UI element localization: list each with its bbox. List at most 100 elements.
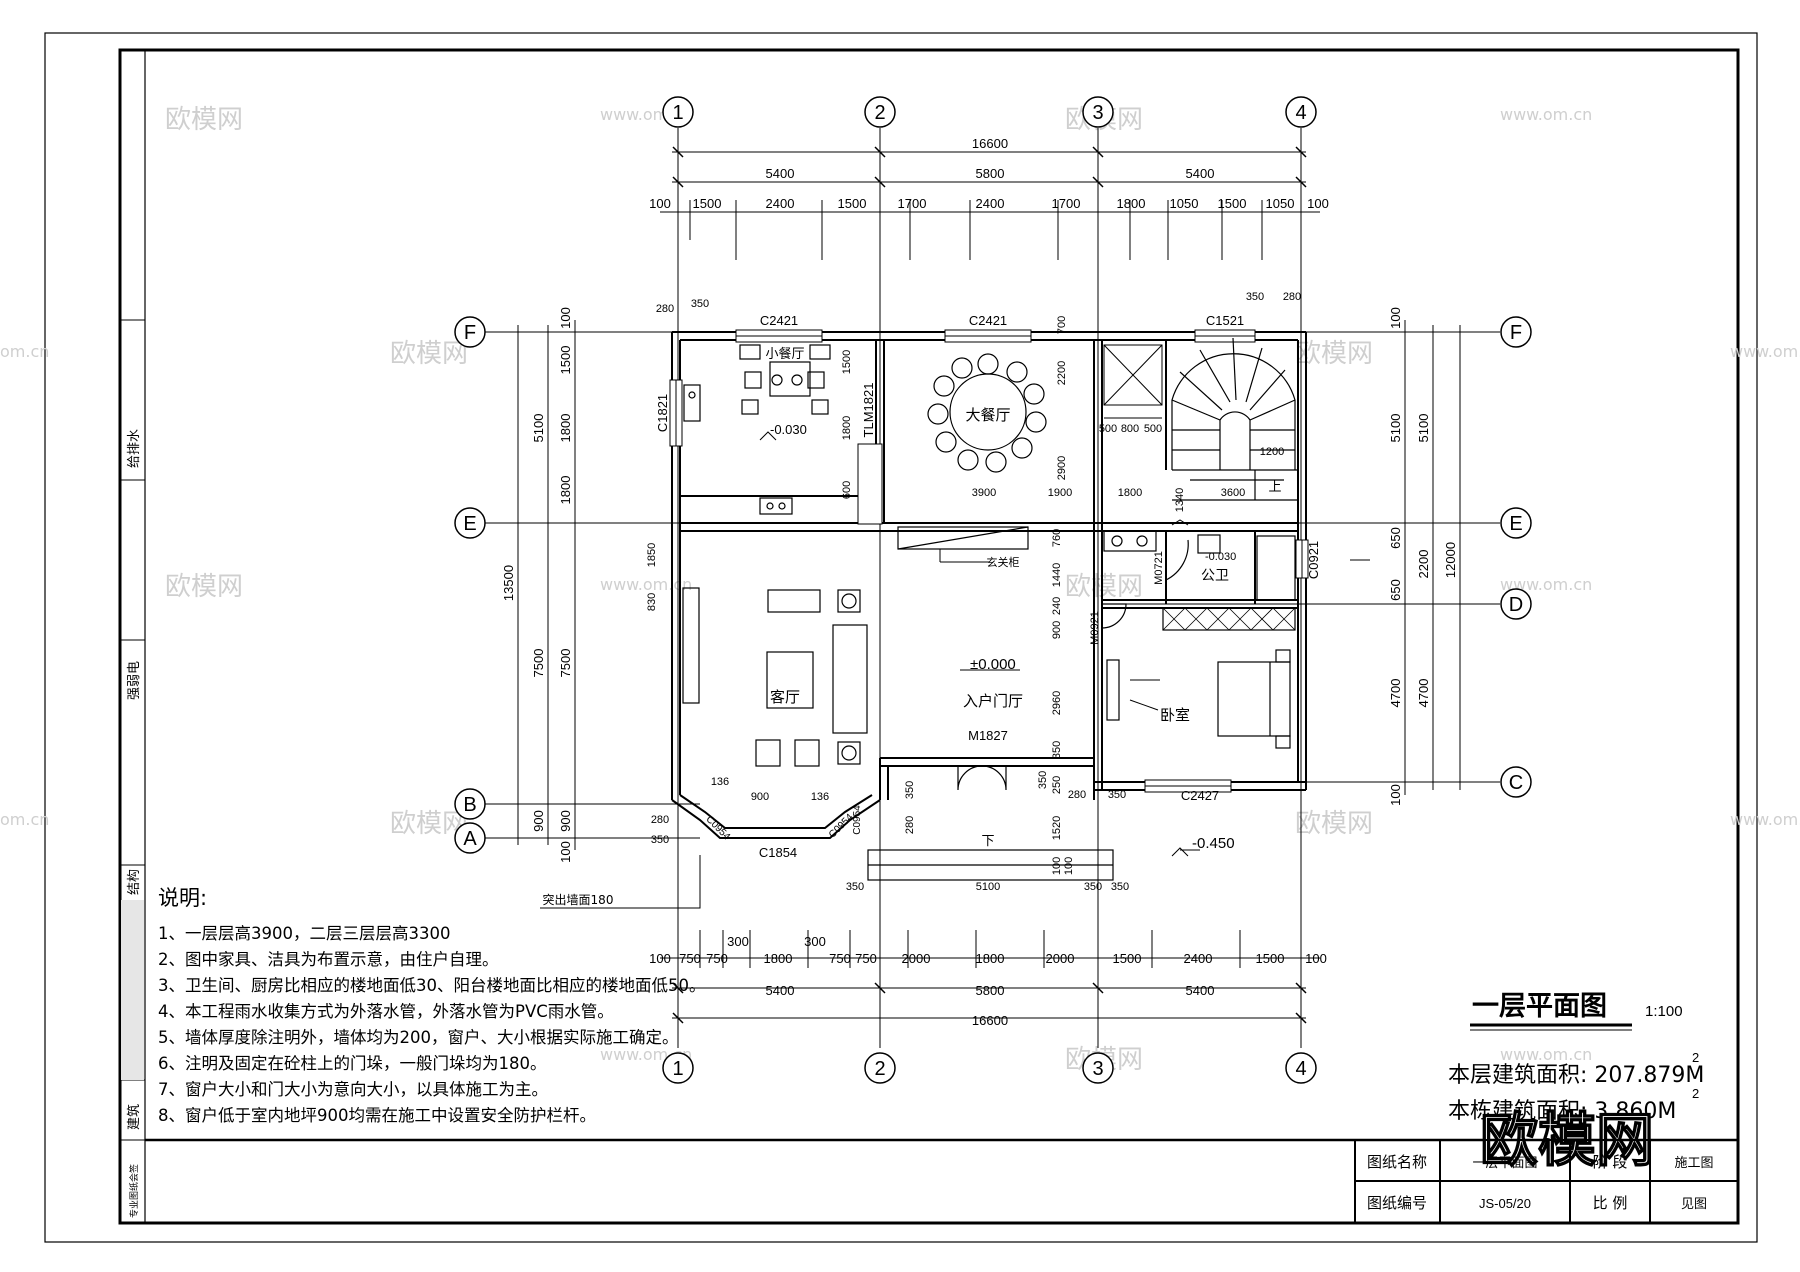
title-block-scale: 见图	[1681, 1197, 1707, 1212]
watermark-url: www.om.cn	[1500, 1045, 1592, 1064]
dim-inner: 350	[651, 834, 669, 846]
room-label-shoe-cabinet: 玄关柜	[987, 555, 1020, 569]
note-item: 7、窗户大小和门大小为意向大小，以具体施工为主。	[158, 1080, 548, 1099]
dim-inner: 100	[1051, 857, 1063, 875]
title-block: 图纸名称 一层平面图 阶 段 施工图 图纸编号 JS-05/20 比 例 见图	[1354, 1139, 1739, 1224]
room-label-living: 客厅	[770, 688, 800, 706]
signoff-label-plumbing: 给排水	[127, 429, 142, 468]
dim-inner: 1340	[1174, 488, 1186, 512]
building-area-unit: 2	[1692, 1086, 1699, 1101]
title-block-no-label: 图纸编号	[1367, 1194, 1427, 1212]
axis-label-c: C	[1509, 772, 1523, 794]
opening-c2427: C2427	[1181, 788, 1219, 803]
dim-right-bay: 5100	[1416, 414, 1431, 443]
dim-top-detail: 2400	[766, 196, 795, 211]
staircase	[1171, 337, 1298, 501]
plan-title-block: 一层平面图 1:100 本层建筑面积: 207.879M 2 本栋建筑面积: 3…	[1448, 991, 1704, 1124]
dim-bottom-detail: 100	[1305, 951, 1327, 966]
dim-bottom-detail: 2000	[1046, 951, 1075, 966]
bottom-dimensions: 100 750 750 300 1800 300 750 750 2000 18…	[649, 934, 1327, 1028]
dim-inner: 350	[1051, 741, 1063, 759]
opening-c2421: C2421	[760, 313, 798, 328]
floor-area-unit: 2	[1692, 1050, 1699, 1065]
dim-bottom-detail: 300	[727, 934, 749, 949]
elevation-marks: -0.030 -0.030 ±0.000 -0.450	[770, 422, 1236, 852]
dim-right-detail: 100	[1388, 784, 1403, 806]
dim-inner: 600	[841, 481, 853, 499]
dim-inner: 1200	[1260, 446, 1284, 458]
room-label-big-dining: 大餐厅	[965, 406, 1010, 424]
axis-label-b: B	[463, 794, 476, 816]
dim-top-bay: 5800	[976, 166, 1005, 181]
watermark: 欧模网	[165, 572, 243, 602]
dim-inner: 500	[1144, 423, 1162, 435]
dim-left-detail: 100	[558, 841, 573, 863]
dim-left-detail: 900	[558, 810, 573, 832]
inner-dimensions: 280 350 350 280 700 2200 2900 1900 3900 …	[646, 291, 1301, 893]
axis-label-f: F	[464, 322, 476, 344]
dim-inner: 100	[1063, 857, 1075, 875]
axis-label-e: E	[1509, 513, 1522, 535]
watermark: 欧模网	[1295, 339, 1373, 369]
dim-top-detail: 1500	[1218, 196, 1247, 211]
watermark-url: om.cn	[0, 342, 49, 361]
dim-right-detail: 650	[1388, 527, 1403, 549]
opening-c0954: C0954	[852, 805, 863, 835]
shaft	[1103, 344, 1163, 419]
title-block-scale-label: 比 例	[1593, 1194, 1628, 1212]
dim-inner: 500	[1099, 423, 1117, 435]
axis-label-2: 2	[874, 1058, 885, 1080]
dim-bottom-detail: 750	[829, 951, 851, 966]
elevation-hall: ±0.000	[970, 656, 1016, 673]
dim-inner: 280	[1068, 789, 1086, 801]
dim-right-detail: 4700	[1388, 679, 1403, 708]
dim-inner: 3600	[1221, 487, 1245, 499]
room-label-public-wc: 公卫	[1201, 568, 1229, 584]
room-labels: 小餐厅 大餐厅 客厅 入户门厅 卧室 公卫 玄关柜 上 下 突出墙面180	[543, 346, 1282, 907]
left-dimensions: 13500 5100 7500 900 100 1500 1800 1800 7…	[501, 307, 573, 863]
note-item: 3、卫生间、厨房比相应的楼地面低30、阳台楼地面比相应的楼地面低50。	[158, 976, 706, 995]
watermark: 欧模网	[1065, 572, 1143, 602]
dim-left-bay: 900	[531, 810, 546, 832]
dim-top-total: 16600	[972, 136, 1008, 151]
dimension-lines	[517, 146, 1461, 1024]
dim-inner: 350	[904, 781, 916, 799]
dim-bottom-total: 16600	[972, 1013, 1008, 1028]
building-area: 本栋建筑面积: 3.860M	[1448, 1099, 1676, 1124]
stair-up-label: 上	[1268, 480, 1281, 495]
dim-top-detail: 1050	[1266, 196, 1295, 211]
dim-top-bay: 5400	[766, 166, 795, 181]
dim-bottom-bay: 5400	[766, 983, 795, 998]
dim-inner: 5100	[976, 881, 1000, 893]
plan-scale: 1:100	[1645, 1003, 1683, 1020]
dim-top-detail: 1700	[898, 196, 927, 211]
notes: 说明: 1、一层层高3900，二层三层层高3300 2、图中家具、洁具为布置示意…	[158, 886, 706, 1125]
dim-inner: 240	[1051, 597, 1063, 615]
axis-label-e: E	[463, 513, 476, 535]
dim-inner: 1900	[1048, 487, 1072, 499]
title-block-name: 一层平面图	[1472, 1156, 1537, 1171]
dim-inner: 350	[1108, 789, 1126, 801]
dim-top-detail: 1700	[1052, 196, 1081, 211]
right-dimensions: 100 5100 650 650 4700 100 5100 2200 4700…	[1388, 307, 1458, 806]
dim-inner: 136	[811, 791, 829, 803]
dim-left-bay: 7500	[531, 649, 546, 678]
dim-bottom-bay: 5800	[976, 983, 1005, 998]
dim-top-detail: 1500	[693, 196, 722, 211]
room-label-bedroom: 卧室	[1160, 706, 1190, 724]
dim-inner: 350	[1246, 291, 1264, 303]
watermark-url: www.om.cn	[1730, 810, 1800, 829]
dim-inner: 350	[846, 881, 864, 893]
dim-inner: 2960	[1051, 691, 1063, 715]
windows	[669, 329, 1309, 793]
note-item: 5、墙体厚度除注明外，墙体均为200，窗户、大小根据实际施工确定。	[158, 1028, 679, 1047]
dim-inner: 280	[651, 814, 669, 826]
elevation-kitchen: -0.030	[770, 422, 807, 437]
watermark-url: www.om.cn	[1500, 105, 1592, 124]
axis-label-f: F	[1510, 322, 1522, 344]
dim-inner: 350	[1037, 771, 1049, 789]
dim-top-detail: 1050	[1170, 196, 1199, 211]
bay-wall-note: 突出墙面180	[543, 892, 614, 907]
dim-left-detail: 1800	[558, 476, 573, 505]
